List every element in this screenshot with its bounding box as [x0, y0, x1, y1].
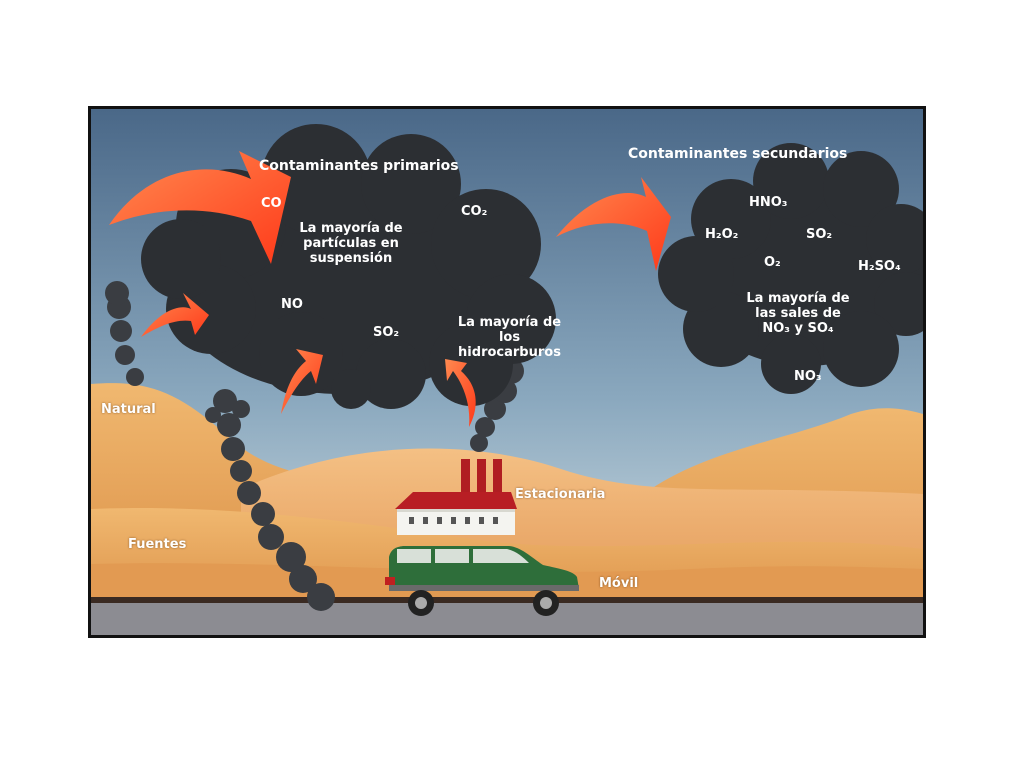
primary-co2-label: CO₂ [461, 204, 488, 219]
primary-hydrocarbons-label: La mayoría de los hidrocarburos [457, 315, 562, 360]
secondary-h2o2-label: H₂O₂ [705, 227, 739, 242]
primary-pollutants-title: Contaminantes primarios [259, 158, 459, 174]
secondary-pollutants-title: Contaminantes secundarios [628, 146, 848, 162]
arrow-into-primary-cloud [109, 151, 291, 264]
arrow-from-ground [281, 349, 323, 414]
source-fuentes-label: Fuentes [128, 537, 187, 552]
secondary-salts-label: La mayoría de las sales de NO₃ y SO₄ [746, 291, 850, 336]
source-movil-label: Móvil [599, 576, 639, 591]
arrow-from-factory [445, 359, 476, 427]
pollution-diagram: Contaminantes primarios CO CO₂ La mayorí… [88, 106, 926, 638]
road [91, 603, 923, 635]
primary-co-label: CO [261, 196, 282, 211]
secondary-so2-label: SO₂ [806, 227, 833, 242]
secondary-o2-label: O₂ [764, 255, 781, 270]
road-edge [91, 597, 923, 603]
primary-particles-label: La mayoría de partículas en suspensión [299, 221, 403, 266]
factory-building [395, 459, 517, 535]
secondary-no3-label: NO₃ [794, 369, 822, 384]
arrow-from-natural [141, 293, 209, 337]
source-estacionaria-label: Estacionaria [515, 487, 606, 502]
primary-no-label: NO [281, 297, 303, 312]
secondary-hno3-label: HNO₃ [749, 195, 788, 210]
arrow-to-secondary-cloud [556, 177, 671, 271]
car-vehicle [385, 546, 579, 616]
secondary-h2so4-label: H₂SO₄ [858, 259, 901, 274]
scene-illustration [91, 109, 923, 635]
primary-so2-label: SO₂ [373, 325, 400, 340]
ground-smoke-plume [105, 281, 335, 611]
secondary-pollutants-cloud [658, 143, 923, 394]
source-natural-label: Natural [101, 402, 156, 417]
